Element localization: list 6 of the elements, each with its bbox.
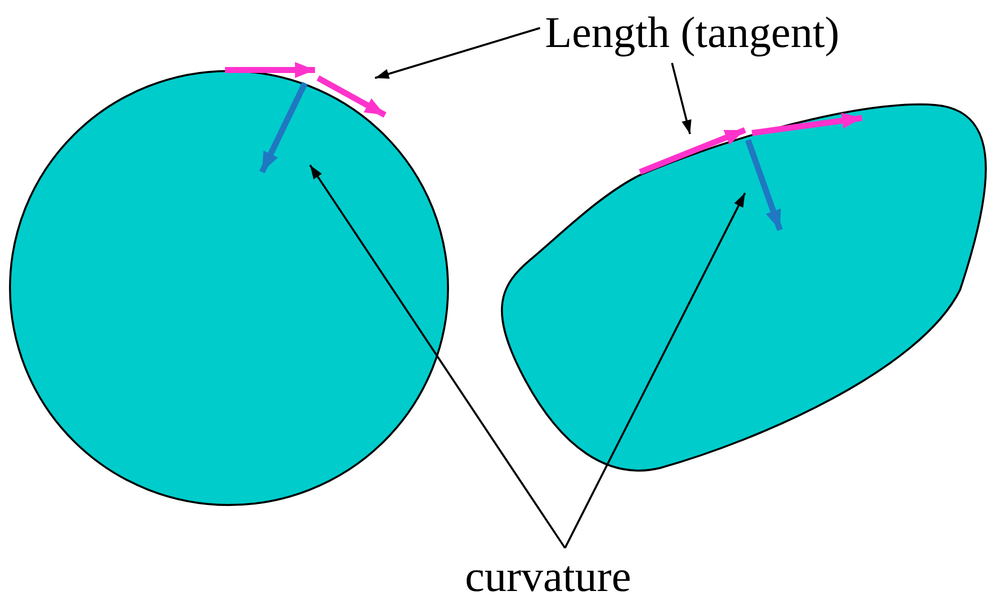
leader-line — [564, 192, 746, 548]
callout-label: curvature — [465, 552, 632, 602]
leader-line — [309, 164, 566, 549]
leader-line — [374, 27, 540, 79]
callout-label: Length (tangent) — [545, 8, 840, 58]
leader-line — [671, 62, 692, 134]
